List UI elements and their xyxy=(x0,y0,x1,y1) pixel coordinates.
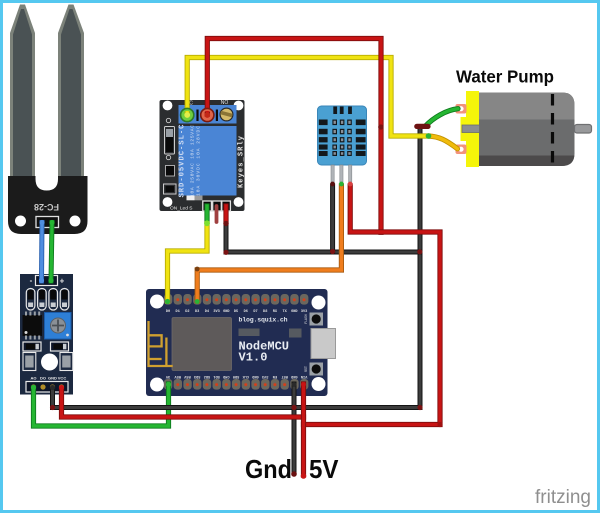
svg-text:ON_Led S: ON_Led S xyxy=(170,206,192,212)
svg-text:+: + xyxy=(60,277,65,286)
svg-text:SD0: SD0 xyxy=(233,374,239,378)
svg-text:GND: GND xyxy=(48,376,57,381)
svg-text:RSV: RSV xyxy=(174,374,181,378)
svg-text:AO: AO xyxy=(31,376,37,381)
svg-text:V1.0: V1.0 xyxy=(239,351,268,365)
svg-text:3V3: 3V3 xyxy=(213,310,219,314)
svg-text:GND: GND xyxy=(251,374,258,378)
svg-text:3V3: 3V3 xyxy=(262,374,268,378)
svg-text:RST: RST xyxy=(304,366,308,372)
svg-text:GND: GND xyxy=(290,374,297,378)
svg-text:D6: D6 xyxy=(244,310,248,314)
svg-text:D0: D0 xyxy=(166,310,170,314)
svg-text:RSV: RSV xyxy=(183,374,190,378)
svg-text:-: - xyxy=(30,276,33,285)
svg-text:3V: 3V xyxy=(165,374,170,378)
svg-text:D2: D2 xyxy=(185,310,189,314)
svg-text:D4: D4 xyxy=(205,310,210,314)
svg-text:Keyes_SRly: Keyes_SRly xyxy=(238,135,246,188)
svg-text:NodeMCU: NodeMCU xyxy=(239,340,290,354)
svg-text:RST: RST xyxy=(281,374,288,378)
svg-text:D8: D8 xyxy=(263,310,267,314)
svg-text:CMD: CMD xyxy=(222,374,229,378)
svg-text:SD2: SD2 xyxy=(204,374,210,378)
svg-text:RX: RX xyxy=(273,310,278,314)
svg-text:Water Pump: Water Pump xyxy=(456,67,554,87)
svg-text:DO: DO xyxy=(40,376,46,381)
svg-text:D5: D5 xyxy=(234,310,238,314)
svg-text:VCC: VCC xyxy=(58,376,67,381)
svg-text:FLASH: FLASH xyxy=(304,314,308,324)
svg-text:VIN: VIN xyxy=(301,374,307,378)
svg-text:SD1: SD1 xyxy=(213,374,219,378)
svg-text:fritzing: fritzing xyxy=(535,487,591,508)
svg-text:10A 30VDC 10A 28VDC: 10A 30VDC 10A 28VDC xyxy=(196,126,202,196)
svg-text:TX: TX xyxy=(282,310,287,314)
svg-text:FC-28: FC-28 xyxy=(34,202,59,212)
svg-text:D1: D1 xyxy=(176,310,180,314)
svg-text:SD3: SD3 xyxy=(194,374,200,378)
svg-text:5V: 5V xyxy=(309,454,339,484)
svg-text:10A 250VAC 10A 125VAC: 10A 250VAC 10A 125VAC xyxy=(190,125,196,197)
svg-text:D7: D7 xyxy=(253,310,257,314)
svg-text:CLK: CLK xyxy=(242,374,249,378)
svg-text:GND: GND xyxy=(223,310,230,314)
svg-text:C: C xyxy=(189,101,193,107)
svg-text:D3: D3 xyxy=(195,310,199,314)
svg-text:3V3: 3V3 xyxy=(301,310,307,314)
svg-text:NO: NO xyxy=(221,100,229,106)
svg-text:blog.squix.ch: blog.squix.ch xyxy=(239,317,288,324)
svg-text:GND: GND xyxy=(291,310,298,314)
svg-text:SRD-05VDC-SL-C: SRD-05VDC-SL-C xyxy=(179,124,187,198)
svg-text:Gnd: Gnd xyxy=(245,454,292,484)
svg-text:EN: EN xyxy=(273,374,277,378)
